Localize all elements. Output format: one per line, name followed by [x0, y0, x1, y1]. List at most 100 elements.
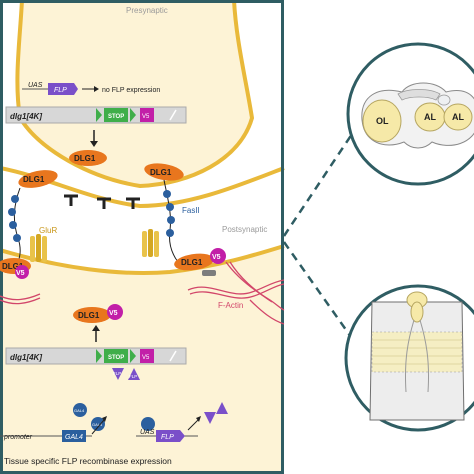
- al-label-right: AL: [452, 112, 464, 122]
- tissue-specific-caption: Tissue specific FLP recombinase expressi…: [4, 456, 172, 466]
- f-actin-strand-7: [249, 299, 285, 325]
- muscle-fibres: [372, 339, 462, 365]
- antennal-lobe-right: [443, 103, 473, 131]
- gal4-small-label-1: GAL4: [74, 408, 85, 413]
- flp-protein-4: [216, 402, 228, 414]
- fasii-bead-l2: [8, 208, 16, 216]
- larval-body-segment: [369, 291, 465, 421]
- ventral-nerve-cord: [410, 301, 424, 323]
- dlg1-label-3: DLG1: [150, 168, 172, 177]
- motor-nerves: [405, 319, 429, 393]
- flp-small-label-1: FLP: [113, 371, 121, 376]
- dlg1-protein-3: [144, 163, 184, 181]
- gal4-expression-arrowhead: [102, 416, 107, 422]
- actin-linker: [202, 270, 216, 276]
- motor-nerve-left: [405, 319, 415, 393]
- fasii-bead-l3: [9, 221, 17, 229]
- promoter-label: promoter: [3, 434, 33, 441]
- gal4-expression-arrow: [91, 419, 105, 435]
- gene-break-top: [169, 109, 177, 121]
- fasii-bead-l1: [11, 195, 19, 203]
- fasii-bead-r2: [166, 203, 174, 211]
- gal4-protein-2: [91, 417, 105, 431]
- expression-arrowhead-top: [90, 141, 98, 147]
- fasii-bead-r3: [167, 216, 175, 224]
- flp-protein-2: [128, 368, 140, 380]
- flp-protein-1: [112, 368, 124, 380]
- fasii-bead-r1: [163, 190, 171, 198]
- gal4-gene-box: [62, 430, 86, 442]
- v5-tag-a: [15, 265, 29, 279]
- muscle-field: [371, 331, 463, 373]
- v5-label-gene-bottom: V5: [142, 355, 150, 361]
- gal4-gene-label: GAL4: [65, 434, 83, 441]
- fasii-right-chain: [163, 179, 179, 263]
- frt-marker-top-2: [130, 108, 136, 122]
- uas-label-top: UAS: [28, 82, 43, 89]
- expression-arrowhead-bottom: [92, 325, 100, 331]
- dlg1-gene-label-bottom: dlg1[4K]: [10, 353, 42, 362]
- glur-receptor-right: [142, 229, 159, 257]
- v5-label-a: V5: [16, 270, 25, 277]
- dlg1-protein-1: [69, 150, 107, 166]
- v5-tag-bottom: [140, 349, 154, 363]
- gal4-small-label-2: GAL4: [92, 422, 103, 427]
- connector-line-upper: [282, 127, 358, 237]
- dlg1-label-4: DLG1: [2, 262, 24, 271]
- postsynaptic-label: Postsynaptic: [222, 225, 267, 234]
- dlg1-gene-label-top: dlg1[4K]: [10, 112, 42, 121]
- glur-receptor-left: [30, 234, 47, 262]
- flp-gene-arrow-bottom: [156, 430, 185, 442]
- central-brain-nucleus: [437, 94, 451, 106]
- flp-expression-arrow: [187, 419, 199, 431]
- v5-tag-b: [210, 248, 226, 264]
- gene-break-bottom: [169, 350, 177, 362]
- ol-label: OL: [376, 116, 389, 126]
- presynaptic-membrane: [15, 0, 255, 189]
- connector-line-lower: [282, 241, 358, 345]
- stop-cassette-top: [104, 108, 128, 122]
- v5-label-c: V5: [109, 310, 118, 317]
- frt-marker-top-1: [96, 108, 102, 122]
- dlg1-label-2: DLG1: [23, 175, 45, 184]
- f-actin-strand-2: [189, 283, 285, 299]
- dlg1-protein-free: [73, 307, 111, 323]
- dlg1-protein-2: [18, 170, 58, 188]
- flp-protein-3: [204, 412, 216, 424]
- fasii-left-chain: [8, 187, 21, 269]
- stop-label-top: STOP: [108, 114, 124, 120]
- motor-nerve-right: [419, 319, 429, 393]
- glur-right-subunit-2: [148, 229, 153, 257]
- al-label-left: AL: [424, 112, 436, 122]
- flp-label-top: FLP: [54, 87, 67, 94]
- flp-expression-arrowhead: [196, 416, 201, 422]
- f-actin-network: [0, 261, 285, 325]
- drosophila-brain: [361, 82, 474, 149]
- glur-left-subunit-1: [30, 236, 35, 262]
- f-actin-strand-6: [0, 297, 41, 305]
- f-actin-label: F-Actin: [218, 301, 243, 310]
- v5-tag-top: [140, 108, 154, 122]
- v5-label-b: V5: [212, 254, 221, 261]
- f-actin-strand-5: [0, 293, 41, 301]
- optic-lobe: [362, 99, 402, 143]
- glur-label: GluR: [39, 226, 57, 235]
- flp-small-label-2: FLP: [129, 374, 137, 379]
- dlg1-label-5: DLG1: [181, 258, 203, 267]
- brain-dorsal-lobe: [397, 89, 441, 101]
- fasii-bead-r4: [166, 229, 174, 237]
- dlg1-label-1: DLG1: [74, 154, 96, 163]
- fasii-bead-l4: [13, 234, 21, 242]
- gal4-protein-3: [141, 417, 155, 431]
- t-bars: [64, 194, 140, 209]
- glur-left-subunit-3: [42, 236, 47, 262]
- presynaptic-label: Presynaptic: [126, 6, 168, 15]
- glur-left-subunit-2: [36, 234, 41, 262]
- f-actin-strand-1: [187, 279, 285, 295]
- uas-label-bottom: UAS: [140, 429, 155, 436]
- stop-cassette-bottom: [104, 349, 128, 363]
- gal4-protein-1: [73, 403, 87, 417]
- frt-marker-bottom-2: [130, 349, 136, 363]
- frt-marker-bottom-1: [96, 349, 102, 363]
